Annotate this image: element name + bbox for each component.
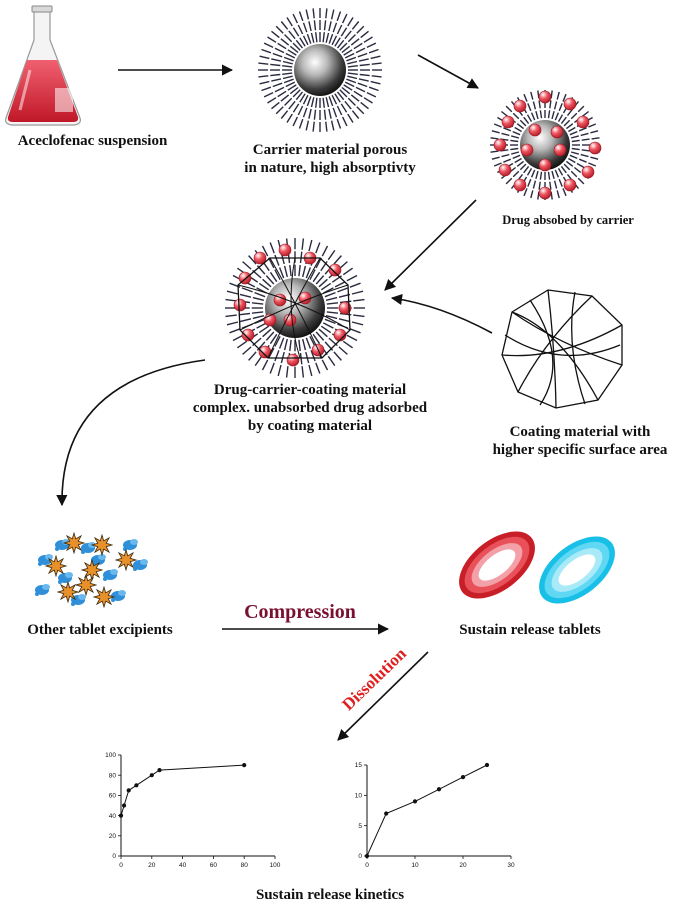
data-point bbox=[484, 762, 490, 768]
data-point bbox=[157, 768, 162, 773]
tablet-red-icon bbox=[459, 531, 535, 599]
compression-label: Compression bbox=[244, 601, 356, 623]
y-tick-label: 100 bbox=[105, 752, 116, 759]
y-tick-label: 0 bbox=[358, 853, 362, 860]
x-tick-label: 100 bbox=[270, 862, 281, 869]
release-chart-left: 0 20 40 60 80 100 0 20 40 60 80 100 bbox=[105, 752, 281, 869]
data-point bbox=[121, 803, 127, 808]
y-tick-label: 80 bbox=[109, 772, 117, 779]
x-tick-label: 20 bbox=[148, 862, 156, 869]
porous-carrier-sphere bbox=[258, 8, 382, 132]
process-arrows bbox=[56, 54, 493, 741]
y-tick-label: 0 bbox=[112, 853, 116, 860]
data-point bbox=[149, 773, 154, 778]
series-line bbox=[120, 764, 245, 816]
y-tick-label: 60 bbox=[109, 793, 117, 800]
data-point bbox=[384, 811, 389, 816]
release-kinetics-label: Sustain release kinetics bbox=[255, 887, 405, 903]
y-tick-label: 15 bbox=[355, 762, 363, 769]
x-tick-label: 10 bbox=[411, 862, 419, 869]
y-tick-label: 5 bbox=[358, 823, 362, 830]
data-point bbox=[364, 853, 370, 859]
excipients-icon bbox=[35, 531, 148, 609]
sustain-release-tablets-label: Sustain release tablets bbox=[459, 622, 601, 638]
data-point bbox=[460, 775, 466, 780]
coating-material-network-icon bbox=[501, 289, 623, 409]
arrow-coating-to-complex bbox=[390, 293, 493, 334]
y-tick-label: 20 bbox=[109, 833, 117, 840]
x-tick-label: 40 bbox=[179, 862, 187, 869]
arrow-carrier-to-absorbed bbox=[417, 54, 479, 89]
arrow-complex-to-excipients bbox=[56, 359, 206, 507]
drug-absorbed-label: Drug absobed by carrier bbox=[502, 213, 634, 227]
x-tick-label: 0 bbox=[119, 862, 123, 869]
flask-icon bbox=[5, 5, 81, 126]
data-point bbox=[242, 763, 247, 768]
y-tick-label: 40 bbox=[109, 813, 117, 820]
x-tick-label: 20 bbox=[459, 862, 467, 869]
x-tick-label: 60 bbox=[210, 862, 218, 869]
data-point bbox=[412, 799, 418, 804]
arrow-absorbed-to-complex bbox=[384, 199, 477, 291]
data-point bbox=[126, 788, 131, 793]
series-line bbox=[366, 764, 488, 857]
x-tick-label: 0 bbox=[365, 862, 369, 869]
aceclofenac-suspension-label: Aceclofenac suspension bbox=[17, 133, 168, 149]
data-point bbox=[436, 787, 442, 792]
carrier-material-label: Carrier material porous in nature, high … bbox=[244, 142, 416, 176]
x-tick-label: 80 bbox=[241, 862, 249, 869]
arrow-dissolution bbox=[337, 651, 429, 741]
complex-label: Drug-carrier-coating material complex. u… bbox=[192, 382, 428, 434]
coating-material-label: Coating material with higher specific su… bbox=[492, 424, 668, 458]
y-tick-label: 10 bbox=[355, 793, 363, 800]
tablet-cyan-icon bbox=[539, 536, 615, 604]
drug-loaded-carrier bbox=[490, 90, 602, 200]
x-tick-label: 30 bbox=[507, 862, 515, 869]
release-chart-right: 0 5 10 15 0 10 20 30 bbox=[355, 762, 515, 869]
data-point bbox=[134, 783, 139, 788]
data-point bbox=[118, 813, 124, 818]
tablet-excipients-label: Other tablet excipients bbox=[27, 622, 173, 638]
drug-carrier-coating-complex bbox=[225, 238, 365, 378]
